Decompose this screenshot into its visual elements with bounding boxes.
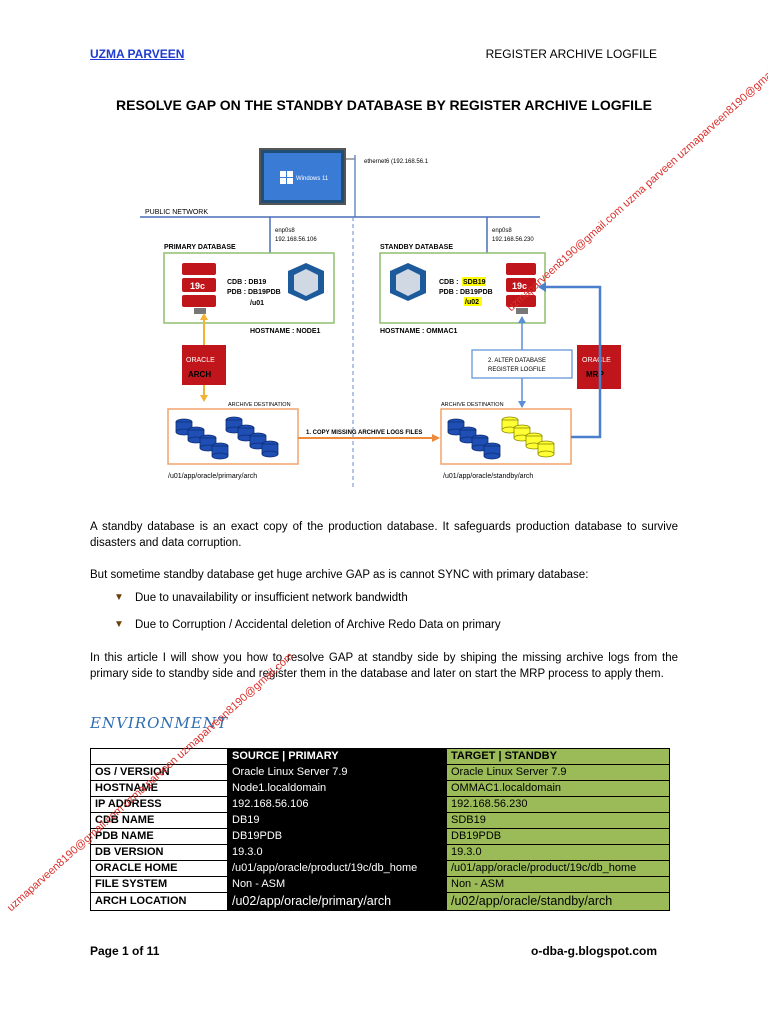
- arch-oracle-label: ORACLE: [186, 357, 215, 364]
- arch-process-box: [182, 345, 226, 385]
- standby-database-title: STANDBY DATABASE: [380, 244, 453, 251]
- primary-mount: /u01: [250, 300, 264, 307]
- source-cell: Oracle Linux Server 7.9: [227, 764, 447, 781]
- source-cell: /u01/app/oracle/product/19c/db_home: [227, 860, 447, 877]
- architecture-diagram: Windows 11 ethernet6 (192.168.56.1 PUBLI…: [140, 148, 621, 490]
- primary-cdb: CDB : DB19: [227, 279, 266, 286]
- row-label: CDB NAME: [90, 812, 228, 829]
- standby-cdb-label: CDB :: [439, 279, 458, 286]
- target-cell: 19.3.0: [446, 844, 670, 861]
- register-step-line1: 2. ALTER DATABASE: [488, 358, 546, 364]
- paragraph-gap: But sometime standby database get huge a…: [90, 569, 589, 581]
- primary-nic-label: enp0s8: [275, 228, 295, 234]
- row-label: ARCH LOCATION: [90, 892, 228, 911]
- standby-arch-path: /u01/app/oracle/standby/arch: [443, 473, 533, 480]
- primary-hostname: HOSTNAME : NODE1: [250, 328, 321, 335]
- standby-ip-label: 192.168.56.230: [492, 237, 534, 243]
- row-label: DB VERSION: [90, 844, 228, 861]
- standby-hostname: HOSTNAME : OMMAC1: [380, 328, 457, 335]
- row-label: IP ADDRESS: [90, 796, 228, 813]
- target-cell: OMMAC1.localdomain: [446, 780, 670, 797]
- primary-arch-path: /u01/app/oracle/primary/arch: [168, 473, 257, 480]
- bullet-arrow-icon: ▼: [114, 592, 124, 603]
- table-header-cell: SOURCE | PRIMARY: [227, 748, 447, 765]
- source-cell: 19.3.0: [227, 844, 447, 861]
- paragraph-intro: A standby database is an exact copy of t…: [90, 521, 678, 549]
- row-label: PDB NAME: [90, 828, 228, 845]
- windows-host-icon: Windows 11: [259, 148, 346, 205]
- table-row: ARCH LOCATION /u02/app/oracle/primary/ar…: [90, 892, 670, 911]
- arch-label: ARCH: [188, 370, 211, 379]
- table-row: HOSTNAME Node1.localdomain OMMAC1.locald…: [90, 780, 670, 797]
- table-row: ORACLE HOME /u01/app/oracle/product/19c/…: [90, 860, 670, 877]
- register-step-line2: REGISTER LOGFILE: [488, 367, 546, 373]
- table-row: PDB NAME DB19PDB DB19PDB: [90, 828, 670, 845]
- target-cell: SDB19: [446, 812, 670, 829]
- primary-version-badge: 19c: [190, 281, 205, 291]
- page-number: Page 1 of 11: [90, 944, 160, 958]
- standby-version-badge: 19c: [512, 281, 527, 291]
- public-network-label: PUBLIC NETWORK: [145, 209, 208, 216]
- row-label: HOSTNAME: [90, 780, 228, 797]
- source-cell: DB19: [227, 812, 447, 829]
- environment-table: SOURCE | PRIMARY TARGET | STANDBY OS / V…: [90, 748, 670, 911]
- standby-nic-label: enp0s8: [492, 228, 512, 234]
- mrp-label: MRP: [586, 370, 604, 379]
- target-cell: 192.168.56.230: [446, 796, 670, 813]
- primary-pdb: PDB : DB19PDB: [227, 289, 281, 296]
- source-cell: Node1.localdomain: [227, 780, 447, 797]
- table-header-cell: TARGET | STANDBY: [446, 748, 670, 765]
- mrp-oracle-label: ORACLE: [582, 357, 611, 364]
- table-row: DB VERSION 19.3.0 19.3.0: [90, 844, 670, 861]
- source-cell: Non - ASM: [227, 876, 447, 893]
- standby-mount: /u02: [465, 299, 479, 306]
- primary-archive-dest-label: ARCHIVE DESTINATION: [228, 402, 291, 408]
- table-header-row: SOURCE | PRIMARY TARGET | STANDBY: [90, 748, 670, 765]
- copy-step-label: 1. COPY MISSING ARCHIVE LOGS FILES: [306, 430, 422, 436]
- standby-archive-dest-label: ARCHIVE DESTINATION: [441, 402, 504, 408]
- primary-oracle-db-icon: 19c: [182, 263, 216, 314]
- table-row: FILE SYSTEM Non - ASM Non - ASM: [90, 876, 670, 893]
- bullet-item: Due to unavailability or insufficient ne…: [135, 592, 408, 604]
- standby-cdb-value: SDB19: [463, 279, 486, 286]
- table-row: CDB NAME DB19 SDB19: [90, 812, 670, 829]
- environment-heading: ENVIRONMENT: [90, 714, 228, 732]
- host-nic-label: ethernet6 (192.168.56.1: [364, 159, 429, 165]
- table-row: OS / VERSION Oracle Linux Server 7.9 Ora…: [90, 764, 670, 781]
- primary-ip-label: 192.168.56.106: [275, 237, 317, 243]
- virtualbox-icon: [390, 263, 426, 301]
- bullet-arrow-icon: ▼: [114, 619, 124, 630]
- bullet-item: Due to Corruption / Accidental deletion …: [135, 619, 501, 631]
- source-cell: DB19PDB: [227, 828, 447, 845]
- target-cell: Non - ASM: [446, 876, 670, 893]
- table-header-cell: [90, 748, 228, 765]
- register-step-box: [471, 349, 573, 379]
- table-row: IP ADDRESS 192.168.56.106 192.168.56.230: [90, 796, 670, 813]
- standby-pdb: PDB : DB19PDB: [439, 289, 493, 296]
- standby-oracle-db-icon: 19c: [506, 263, 536, 314]
- blog-url[interactable]: o-dba-g.blogspot.com: [531, 944, 657, 958]
- document-title: RESOLVE GAP ON THE STANDBY DATABASE BY R…: [116, 97, 652, 113]
- target-cell: DB19PDB: [446, 828, 670, 845]
- source-cell: /u02/app/oracle/primary/arch: [227, 892, 447, 911]
- target-cell: Oracle Linux Server 7.9: [446, 764, 670, 781]
- author-name[interactable]: UZMA PARVEEN: [90, 47, 185, 61]
- row-label: ORACLE HOME: [90, 860, 228, 877]
- paragraph-article-summary: In this article I will show you how to r…: [90, 652, 678, 680]
- virtualbox-icon: [288, 263, 324, 301]
- target-cell: /u02/app/oracle/standby/arch: [446, 892, 670, 911]
- row-label: FILE SYSTEM: [90, 876, 228, 893]
- target-cell: /u01/app/oracle/product/19c/db_home: [446, 860, 670, 877]
- header-topic: REGISTER ARCHIVE LOGFILE: [485, 47, 657, 61]
- primary-database-title: PRIMARY DATABASE: [164, 244, 236, 251]
- source-cell: 192.168.56.106: [227, 796, 447, 813]
- windows-label: Windows 11: [296, 176, 329, 182]
